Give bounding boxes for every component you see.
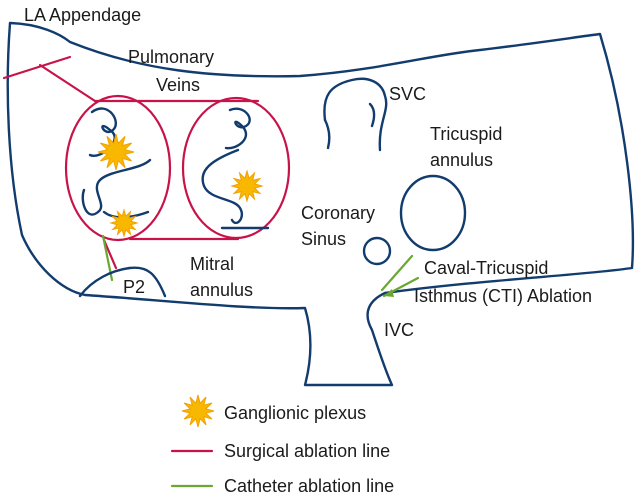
svc-inner bbox=[323, 102, 376, 150]
mitral-ablation-line bbox=[102, 238, 118, 270]
legend-catheter-label: Catheter ablation line bbox=[224, 476, 394, 496]
left-vein-lower bbox=[81, 158, 152, 216]
cti-label-line2: Isthmus (CTI) Ablation bbox=[414, 286, 592, 306]
veins-label: Veins bbox=[156, 75, 200, 95]
coronary-label: Coronary bbox=[301, 203, 375, 223]
p2-label: P2 bbox=[123, 277, 145, 297]
appendage-ablation-line bbox=[2, 55, 72, 80]
atrial-outline bbox=[6, 21, 635, 387]
cti-arrow-head bbox=[384, 289, 394, 297]
ganglionic-plexus-star bbox=[109, 208, 139, 238]
coronary-sinus bbox=[362, 236, 392, 266]
right-vein-upper bbox=[224, 107, 251, 150]
la-appendage-label: LA Appendage bbox=[24, 5, 141, 25]
tricuspid-annulus bbox=[399, 174, 467, 252]
tricuspid-annulus-label: annulus bbox=[430, 150, 493, 170]
right-vein-lower bbox=[201, 148, 244, 225]
legend-surgical-label: Surgical ablation line bbox=[224, 441, 390, 461]
ganglionic-plexus-star bbox=[97, 133, 135, 171]
legend-plexus-label: Ganglionic plexus bbox=[224, 403, 366, 423]
appendage-connector-line bbox=[38, 63, 97, 103]
sinus-label: Sinus bbox=[301, 229, 346, 249]
right-pulmonary-vein-ring bbox=[181, 96, 291, 240]
left-pulmonary-vein-ring bbox=[64, 94, 172, 242]
cti-catheter-line bbox=[380, 254, 414, 292]
cti-label-line1: Caval-Tricuspid bbox=[424, 258, 548, 278]
legend: Ganglionic plexus Surgical ablation line… bbox=[170, 403, 394, 496]
mitral-p2-bump bbox=[78, 266, 167, 298]
pulmonary-label: Pulmonary bbox=[128, 47, 214, 67]
ivc-label: IVC bbox=[384, 320, 414, 340]
mitral-annulus-label: annulus bbox=[190, 280, 253, 300]
mitral-label: Mitral bbox=[190, 254, 234, 274]
ganglionic-plexus-star bbox=[230, 169, 264, 203]
tricuspid-label: Tricuspid bbox=[430, 124, 502, 144]
legend-plexus-icon bbox=[181, 394, 215, 428]
svc-outline bbox=[323, 77, 388, 152]
svc-label: SVC bbox=[389, 84, 426, 104]
